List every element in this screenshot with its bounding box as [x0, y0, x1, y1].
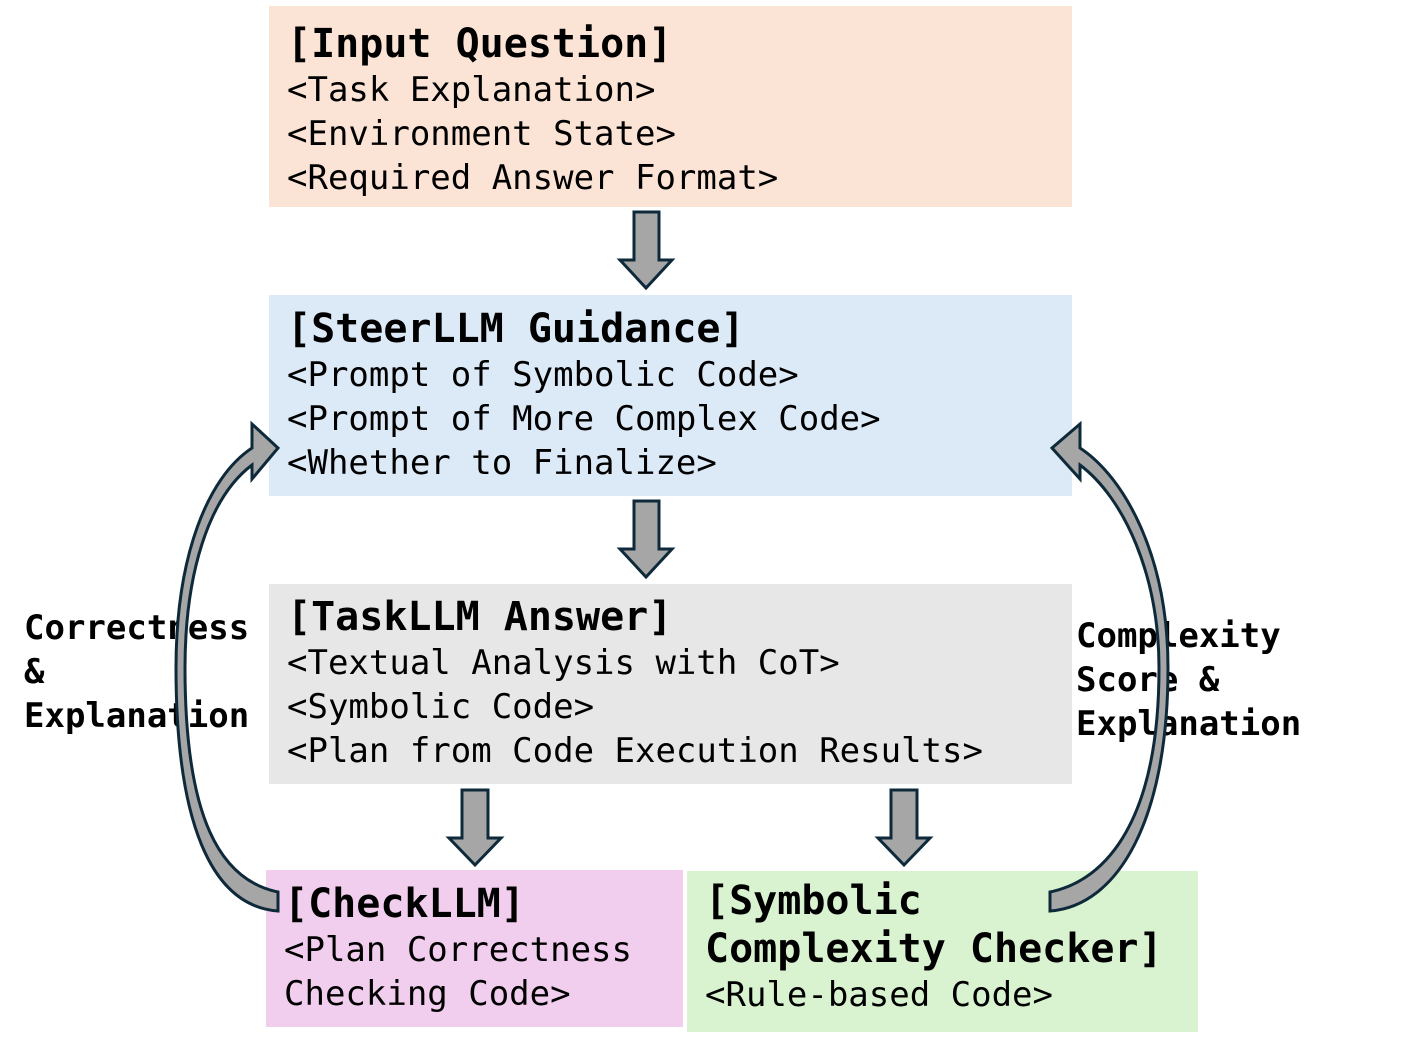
taskllm-answer-title: [TaskLLM Answer] [287, 594, 673, 640]
input-question-box: [Input Question] <Task Explanation> <Env… [269, 6, 1072, 207]
symbolic-checker-title-line2: Complexity Checker] [705, 926, 1163, 972]
checkllm-box: [CheckLLM] <Plan Correctness Checking Co… [266, 870, 683, 1027]
task-explanation-line: <Task Explanation> [287, 70, 656, 110]
explanation-word-right: Explanation [1076, 704, 1302, 744]
required-answer-format-line: <Required Answer Format> [287, 158, 779, 198]
steerllm-guidance-box: [SteerLLM Guidance] <Prompt of Symbolic … [269, 295, 1072, 496]
symbolic-code-line: <Symbolic Code> [287, 687, 595, 727]
steerllm-guidance-title: [SteerLLM Guidance] [287, 306, 745, 352]
checking-code-line: Checking Code> [284, 974, 571, 1014]
textual-analysis-line: <Textual Analysis with CoT> [287, 643, 840, 683]
explanation-word: Explanation [24, 696, 250, 736]
correctness-feedback-label: Correctness & Explanation [24, 606, 249, 738]
complexity-feedback-label: Complexity Score & Explanation [1076, 614, 1301, 746]
taskllm-answer-box: [TaskLLM Answer] <Textual Analysis with … [269, 584, 1072, 784]
input-question-title: [Input Question] [287, 21, 673, 67]
arrow-input-to-steer [616, 210, 676, 291]
symbolic-checker-title-line1: [Symbolic [705, 878, 922, 924]
whether-finalize-line: <Whether to Finalize> [287, 443, 717, 483]
score-ampersand-word: Score & [1076, 660, 1220, 700]
correctness-word: Correctness [24, 608, 250, 648]
arrow-steer-to-task [616, 499, 676, 580]
plan-from-execution-line: <Plan from Code Execution Results> [287, 731, 983, 771]
symbolic-complexity-checker-box: [Symbolic Complexity Checker] <Rule-base… [687, 871, 1198, 1032]
arrow-task-to-check [445, 788, 505, 868]
environment-state-line: <Environment State> [287, 114, 676, 154]
prompt-symbolic-code-line: <Prompt of Symbolic Code> [287, 355, 799, 395]
complexity-word: Complexity [1076, 616, 1281, 656]
arrow-task-to-symbolic [874, 788, 934, 868]
rule-based-code-line: <Rule-based Code> [705, 975, 1053, 1015]
plan-correctness-line: <Plan Correctness [284, 930, 632, 970]
checkllm-title: [CheckLLM] [284, 881, 525, 927]
prompt-complex-code-line: <Prompt of More Complex Code> [287, 399, 881, 439]
ampersand-word: & [24, 652, 45, 692]
